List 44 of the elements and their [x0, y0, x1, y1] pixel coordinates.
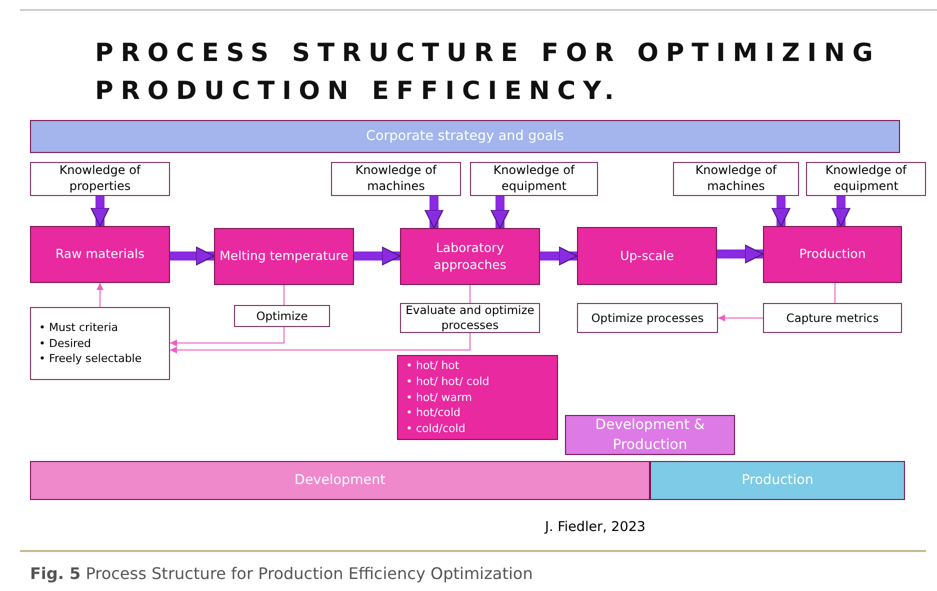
phase-bar: Development [30, 461, 650, 500]
source-note: J. Fiedler, 2023 [545, 519, 646, 535]
arrow [717, 244, 764, 264]
arrow [490, 196, 510, 229]
arrow [540, 246, 578, 266]
arrow [170, 332, 470, 354]
arrow [831, 196, 851, 227]
figure-caption: Fig. 5 Process Structure for Production Efficiency Optimization [30, 564, 533, 583]
process-box: Raw materials [30, 226, 170, 283]
process-box: Laboratory approaches [400, 228, 540, 285]
criteria-list-box [30, 307, 170, 380]
arrow [424, 196, 444, 229]
arrow [170, 246, 215, 266]
list-item: • Desired [39, 336, 92, 352]
arrow [771, 196, 791, 227]
knowledge-box: Knowledge of properties [30, 162, 170, 196]
list-item: • hot/ hot/ cold [406, 374, 490, 390]
list-item: • cold/cold [406, 421, 466, 438]
arrow [354, 246, 401, 266]
phase-bar: Production [650, 461, 905, 500]
list-item: • hot/ warm [406, 390, 473, 406]
title: PROCESS STRUCTURE FOR OPTIMIZING PRODUCTION EFFICIENCY. [95, 37, 882, 107]
phase-box: Development & Production [565, 415, 735, 455]
arrow [96, 282, 104, 308]
note-box: Optimize [234, 305, 330, 327]
list-item: • Must criteria [39, 320, 120, 336]
arrow [90, 196, 110, 227]
arrow [718, 314, 764, 322]
process-box: Up-scale [577, 227, 717, 285]
process-box: Melting temperature [214, 228, 354, 285]
note-box: Capture metrics [763, 303, 902, 333]
strategy-band: Corporate strategy and goals [30, 120, 900, 153]
note-box: Evaluate and optimize processes [400, 303, 540, 333]
note-box: Optimize processes [577, 303, 718, 333]
list-item: • Freely selectable [39, 351, 142, 368]
knowledge-box: Knowledge of equipment [806, 162, 926, 196]
process-box: Production [763, 226, 902, 283]
knowledge-box: Knowledge of machines [673, 162, 799, 196]
arrow [170, 326, 284, 346]
knowledge-box: Knowledge of machines [331, 162, 461, 196]
variant-list-box [397, 355, 558, 440]
list-item: • hot/ hot [406, 358, 460, 374]
knowledge-box: Knowledge of equipment [470, 162, 598, 196]
list-item: • hot/cold [406, 405, 462, 422]
